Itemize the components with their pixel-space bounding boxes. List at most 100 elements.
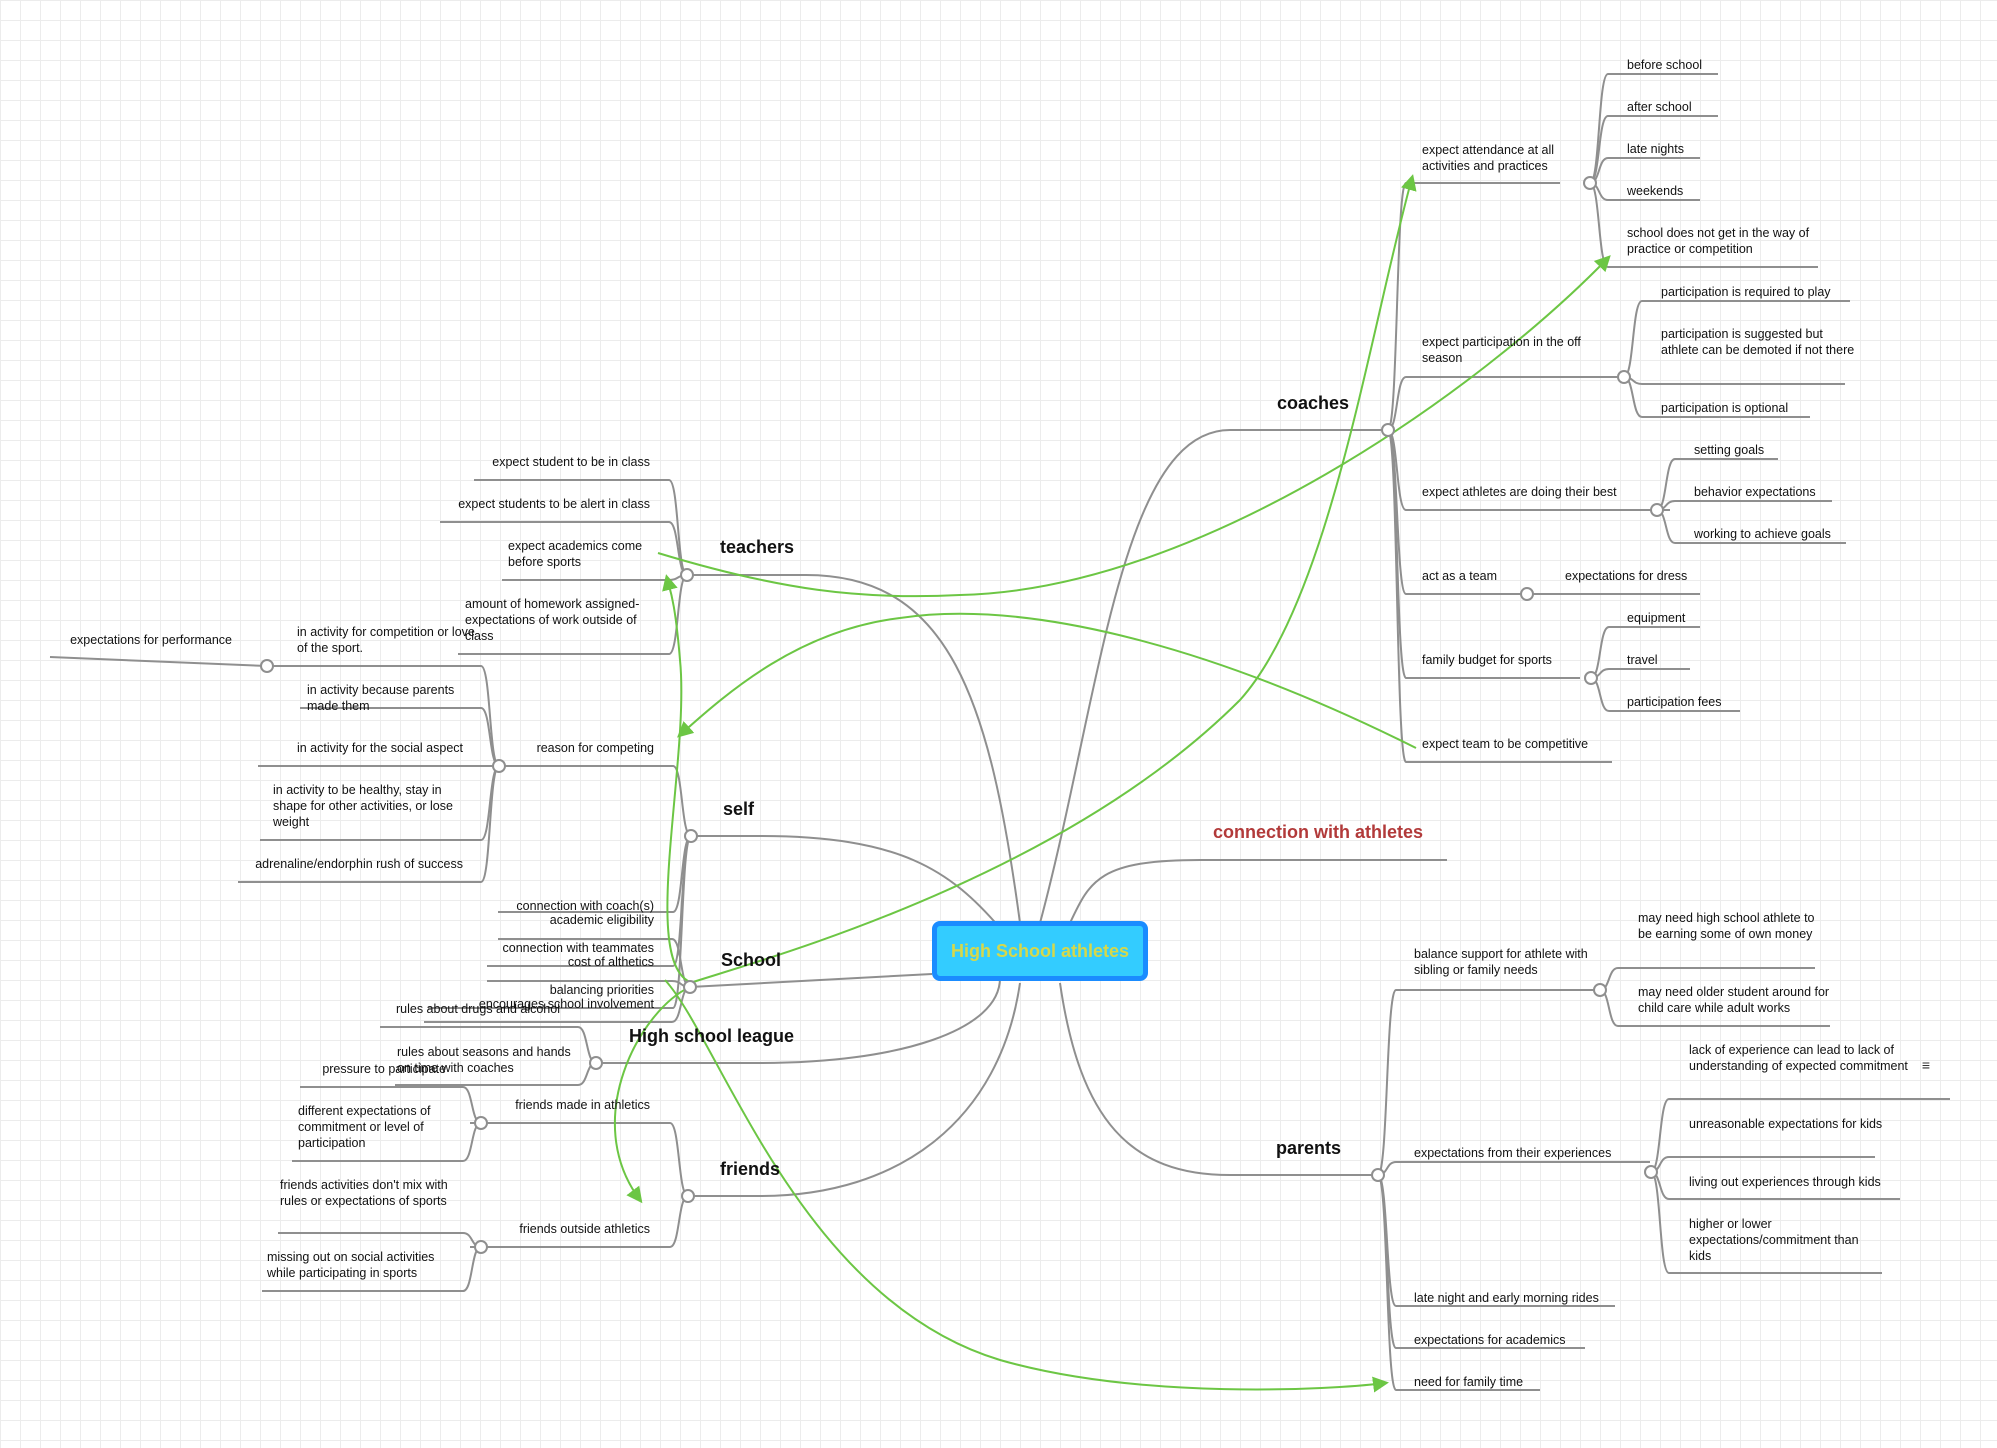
experiences-link-1 xyxy=(1650,1156,1875,1173)
coaches-attendance-hub[interactable] xyxy=(1583,176,1597,190)
school-academic-eligibility[interactable]: academic eligibility xyxy=(549,913,654,927)
reason-parents[interactable]: in activity because parents made them xyxy=(307,683,455,713)
coaches-link-1 xyxy=(1387,376,1622,431)
coaches-hub[interactable] xyxy=(1381,423,1395,437)
balance-child-care[interactable]: may need older student around for child … xyxy=(1638,985,1830,1015)
topic-self[interactable]: self xyxy=(723,799,755,819)
relation-academics-attendance xyxy=(657,255,1611,598)
coaches-offseason-hub[interactable] xyxy=(1617,370,1631,384)
self-balancing-priorities[interactable]: balancing priorities xyxy=(549,983,654,997)
notes-icon[interactable]: ≡ xyxy=(1921,1057,1931,1073)
school-cost[interactable]: cost of althetics xyxy=(567,955,654,969)
attendance-link-2 xyxy=(1589,157,1700,184)
attendance-weekends[interactable]: weekends xyxy=(1627,184,1684,198)
coaches-competitive[interactable]: expect team to be competitive xyxy=(1422,737,1589,751)
self-connection-teammates[interactable]: connection with teammates xyxy=(502,941,654,955)
friends-activities-dont-mix[interactable]: friends activities don't mix with rules … xyxy=(280,1178,448,1208)
coaches-budget-hub[interactable] xyxy=(1584,671,1598,685)
experiences-higher-lower[interactable]: higher or lower expectations/commitment … xyxy=(1689,1217,1859,1263)
topic-teachers[interactable]: teachers xyxy=(720,537,795,557)
reason-social[interactable]: in activity for the social aspect xyxy=(296,741,463,755)
coaches-best-hub[interactable] xyxy=(1650,503,1664,517)
coaches-team[interactable]: act as a team xyxy=(1422,569,1498,583)
reason-hub[interactable] xyxy=(492,759,506,773)
coaches-attendance[interactable]: expect attendance at all activities and … xyxy=(1422,143,1555,173)
self-link-0 xyxy=(470,765,692,837)
attendance-school-not-in-way[interactable]: school does not get in the way of practi… xyxy=(1627,226,1810,256)
friends-missing-out[interactable]: missing out on social activities while p… xyxy=(267,1250,435,1280)
best-behavior[interactable]: behavior expectations xyxy=(1694,485,1816,499)
link-central-coaches xyxy=(1039,429,1383,924)
budget-equipment[interactable]: equipment xyxy=(1627,611,1686,625)
school-involvement[interactable]: encourages school involvement xyxy=(478,997,654,1011)
parents-rides[interactable]: late night and early morning rides xyxy=(1414,1291,1599,1305)
experiences-living-out[interactable]: living out experiences through kids xyxy=(1689,1175,1881,1189)
coaches-budget[interactable]: family budget for sports xyxy=(1422,653,1552,667)
friends-hub[interactable] xyxy=(681,1189,695,1203)
friends-outside[interactable]: friends outside athletics xyxy=(519,1222,650,1236)
attendance-before-school[interactable]: before school xyxy=(1627,58,1703,72)
parents-academics[interactable]: expectations for academics xyxy=(1414,1333,1566,1347)
coaches-link-4 xyxy=(1387,429,1580,679)
parents-balance[interactable]: balance support for athlete with sibling… xyxy=(1414,947,1588,977)
league-seasons[interactable]: rules about seasons and hands on time wi… xyxy=(397,1045,571,1075)
teachers-academics-first[interactable]: expect academics come before sports xyxy=(508,539,643,569)
team-dress[interactable]: expectations for dress xyxy=(1565,569,1688,583)
topic-friends[interactable]: friends xyxy=(720,1159,781,1179)
best-working[interactable]: working to achieve goals xyxy=(1694,527,1831,541)
parents-family-time[interactable]: need for family time xyxy=(1414,1375,1524,1389)
best-setting-goals[interactable]: setting goals xyxy=(1694,443,1765,457)
experiences-link-0 xyxy=(1650,1098,1950,1173)
topic-high-school-league[interactable]: High school league xyxy=(629,1026,795,1046)
relation-balancing-teachers xyxy=(662,574,691,983)
reason-competition[interactable]: in activity for competition or love of t… xyxy=(297,625,475,655)
coaches-best[interactable]: expect athletes are doing their best xyxy=(1422,485,1617,499)
offseason-suggested[interactable]: participation is suggested but athlete c… xyxy=(1661,327,1855,357)
teachers-homework[interactable]: amount of homework assigned- expectation… xyxy=(465,597,640,643)
link-central-teachers xyxy=(690,574,1021,924)
teachers-alert[interactable]: expect students to be alert in class xyxy=(458,497,650,511)
friends-pressure[interactable]: pressure to participate xyxy=(322,1062,446,1076)
self-connection-coach[interactable]: connection with coach(s) xyxy=(516,899,654,913)
best-link-1 xyxy=(1656,500,1832,511)
parents-hub[interactable] xyxy=(1371,1168,1385,1182)
league-hub[interactable] xyxy=(589,1056,603,1070)
parents-link-3 xyxy=(1377,1174,1585,1349)
topic-parents[interactable]: parents xyxy=(1276,1138,1342,1158)
experiences-unreasonable[interactable]: unreasonable expectations for kids xyxy=(1689,1117,1883,1131)
relation-balancing-friends xyxy=(613,986,691,1204)
self-expectations-performance[interactable]: expectations for performance xyxy=(70,633,232,647)
attendance-late-nights[interactable]: late nights xyxy=(1627,142,1684,156)
teachers-hub[interactable] xyxy=(680,568,694,582)
parents-balance-hub[interactable] xyxy=(1593,983,1607,997)
topic-connection-with-athletes[interactable]: connection with athletes xyxy=(1213,822,1424,842)
teachers-in-class[interactable]: expect student to be in class xyxy=(492,455,650,469)
topic-coaches[interactable]: coaches xyxy=(1277,393,1350,413)
friends-outside-hub[interactable] xyxy=(474,1240,488,1254)
attendance-after-school[interactable]: after school xyxy=(1627,100,1692,114)
friends-made[interactable]: friends made in athletics xyxy=(515,1098,650,1112)
self-hub[interactable] xyxy=(684,829,698,843)
school-hub[interactable] xyxy=(683,980,697,994)
experiences-lack[interactable]: lack of experience can lead to lack of u… xyxy=(1689,1043,1908,1073)
friends-made-hub[interactable] xyxy=(474,1116,488,1130)
reason-hub-performance[interactable] xyxy=(260,659,274,673)
reason-healthy[interactable]: in activity to be healthy, stay in shape… xyxy=(273,783,453,829)
offseason-optional[interactable]: participation is optional xyxy=(1661,401,1789,415)
reason-adrenaline[interactable]: adrenaline/endorphin rush of success xyxy=(255,857,463,871)
coaches-team-hub[interactable] xyxy=(1520,587,1534,601)
friends-link-0 xyxy=(470,1122,689,1197)
parents-experiences[interactable]: expectations from their experiences xyxy=(1414,1146,1612,1160)
parents-experiences-hub[interactable] xyxy=(1644,1165,1658,1179)
offseason-required[interactable]: participation is required to play xyxy=(1661,285,1831,299)
central-topic[interactable]: High School athletes xyxy=(932,921,1148,981)
friends-different-expectations[interactable]: different expectations of commitment or … xyxy=(298,1104,431,1150)
coaches-offseason[interactable]: expect participation in the off season xyxy=(1422,335,1581,365)
balance-earning-money[interactable]: may need high school athlete to be earni… xyxy=(1638,911,1815,941)
budget-travel[interactable]: travel xyxy=(1627,653,1658,667)
budget-fees[interactable]: participation fees xyxy=(1627,695,1722,709)
topic-school[interactable]: School xyxy=(721,950,782,970)
self-reason[interactable]: reason for competing xyxy=(536,741,654,755)
league-drugs-alcohol[interactable]: rules about drugs and alcohol xyxy=(395,1002,560,1016)
